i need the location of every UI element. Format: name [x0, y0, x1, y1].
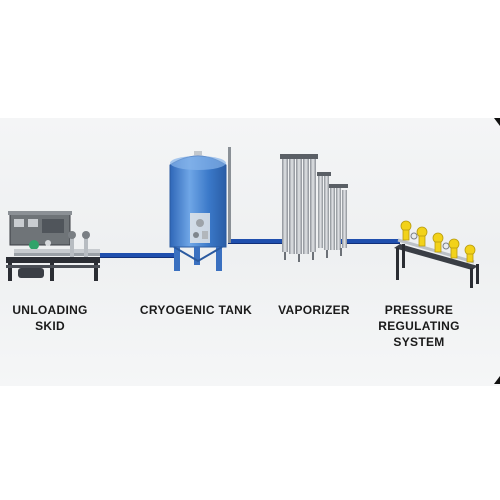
label-unloading-skid: UNLOADING SKID [12, 303, 88, 333]
pipe-vaporizer-to-regulator [340, 239, 400, 243]
label-cryogenic-tank: CRYOGENIC TANK [139, 303, 253, 317]
unloading-skid-icon [6, 211, 100, 281]
vaporizer-icon [280, 154, 348, 262]
pressure-regulating-system-icon [394, 220, 479, 288]
pipe-skid-to-tank [100, 253, 178, 257]
cryogenic-tank-icon [169, 147, 231, 271]
label-vaporizer: VAPORIZER [278, 303, 350, 317]
label-pressure-regulating-system: PRESSURE REGULATING SYSTEM [378, 303, 460, 349]
corner-mark-bottom [494, 376, 500, 384]
pipe-tank-to-vaporizer [228, 239, 284, 243]
corner-mark-top [494, 118, 500, 126]
